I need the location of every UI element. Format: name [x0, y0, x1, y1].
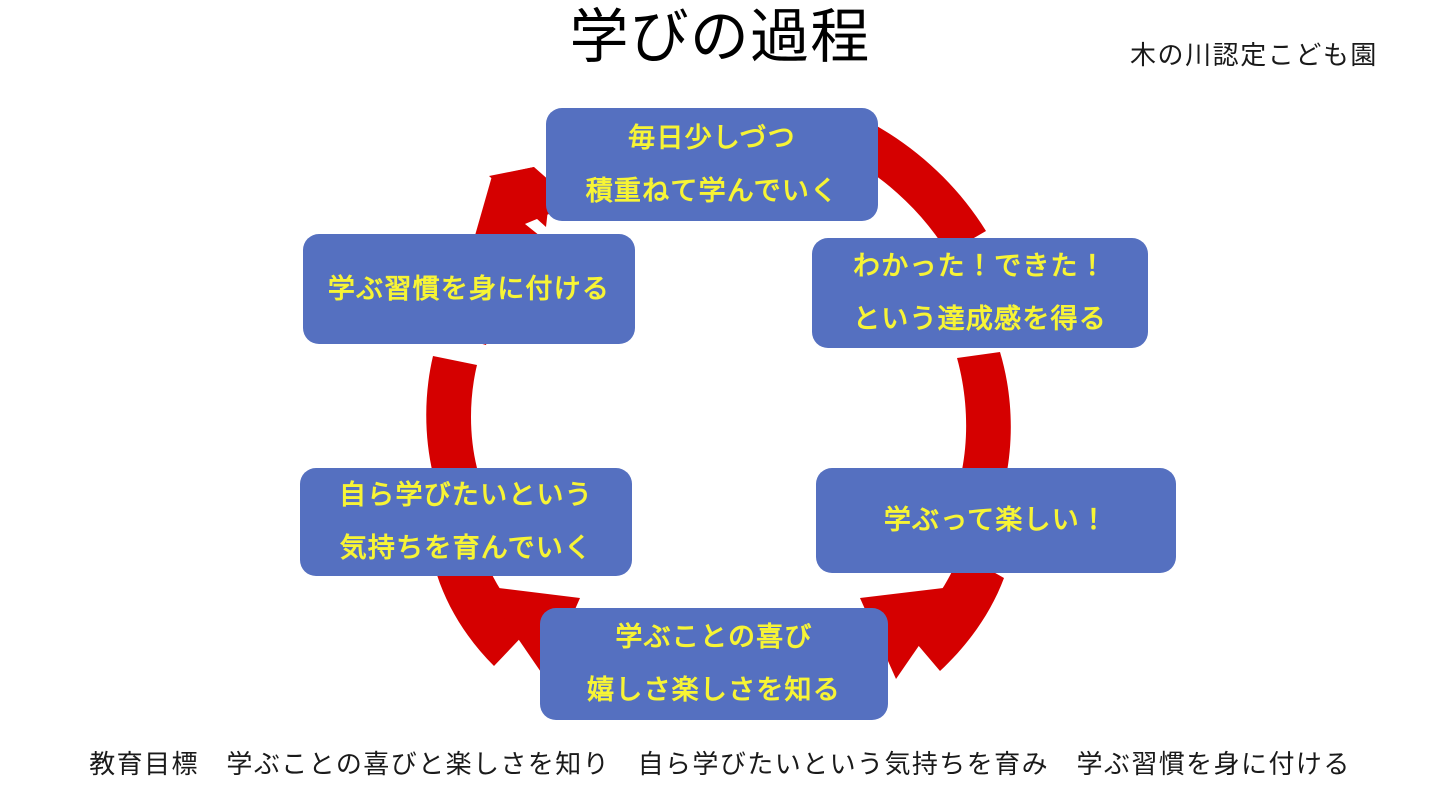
- cycle-node-right-upper[interactable]: わかった！できた！ という達成感を得る: [812, 238, 1148, 348]
- organization-name: 木の川認定こども園: [1129, 40, 1378, 70]
- page-title: 学びの過程: [569, 4, 871, 70]
- cycle-node-bottom-line-1: 学ぶことの喜び: [615, 622, 813, 652]
- cycle-node-right-lower[interactable]: 学ぶって楽しい！: [816, 468, 1176, 573]
- cycle-node-top-line-1: 毎日少しづつ: [628, 122, 796, 153]
- educational-goal-caption: 教育目標 学ぶことの喜びと楽しさを知り 自ら学びたいという気持ちを育み 学ぶ習慣…: [89, 749, 1351, 779]
- cycle-node-right-upper-line-1: わかった！できた！: [853, 251, 1107, 281]
- cycle-node-right-lower-line-1: 学ぶって楽しい！: [883, 505, 1109, 535]
- arc-left-lower-to-left-upper: [426, 356, 477, 474]
- cycle-node-bottom[interactable]: 学ぶことの喜び 嬉しさ楽しさを知る: [540, 608, 888, 720]
- cycle-node-bottom-line-2: 嬉しさ楽しさを知る: [587, 675, 841, 705]
- cycle-node-right-upper-line-2: という達成感を得る: [853, 304, 1107, 334]
- cycle-node-left-lower-line-1: 自ら学びたいという: [339, 480, 593, 510]
- arrowhead-into-top-box: [489, 167, 551, 227]
- cycle-node-left-lower-line-2: 気持ちを育んでいく: [339, 533, 593, 563]
- cycle-node-top-line-2: 積重ねて学んでいく: [585, 175, 839, 206]
- cycle-node-top[interactable]: 毎日少しづつ 積重ねて学んでいく: [546, 108, 878, 221]
- cycle-node-left-upper-line-1: 学ぶ習慣を身に付ける: [327, 273, 611, 304]
- cycle-node-left-lower[interactable]: 自ら学びたいという 気持ちを育んでいく: [300, 468, 632, 576]
- cycle-node-left-upper[interactable]: 学ぶ習慣を身に付ける: [303, 234, 635, 344]
- arc-right-upper-to-right-lower: [957, 352, 1011, 477]
